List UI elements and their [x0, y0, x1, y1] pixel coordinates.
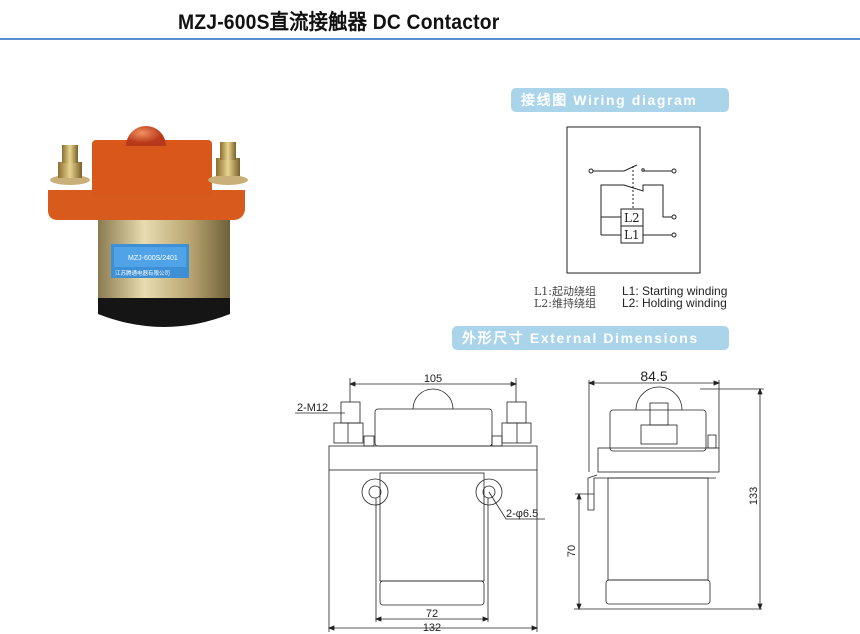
legend-l2-en: L2: Holding winding [622, 296, 727, 310]
external-dimensions-banner: 外形尺寸 External Dimensions [452, 326, 729, 350]
legend-l1-cn: L1:起动绕组 [534, 285, 597, 298]
dim-mount-height: 70 [566, 545, 578, 557]
header-divider [0, 38, 860, 40]
dim-terminal-thread: 2-M12 [297, 402, 328, 414]
legend-l2-cn: L2:维持绕组 [534, 297, 597, 310]
legend-l1-en: L1: Starting winding [622, 284, 728, 298]
wiring-diagram-banner: 接线图 Wiring diagram [511, 88, 729, 112]
dim-width: 132 [423, 622, 441, 634]
photo-label-maker: 江苏腾通电器有限公司 [115, 269, 170, 277]
product-photo: MZJ-600S/2401 江苏腾通电器有限公司 [48, 126, 248, 327]
side-view-drawing [574, 380, 764, 611]
coil-l1-label: L1 [624, 228, 640, 242]
dim-hole-spacing: 72 [426, 608, 438, 620]
dim-mount-holes: 2-φ6.5 [506, 508, 538, 520]
photo-label-model: MZJ-600S/2401 [128, 255, 178, 262]
front-view-drawing [295, 378, 545, 632]
legend-l1: L1:起动绕组 L1: Starting winding [534, 285, 727, 298]
dim-height: 133 [748, 487, 760, 505]
wiring-diagram [566, 126, 701, 274]
legend-l2: L2:维持绕组 L2: Holding winding [534, 297, 727, 310]
coil-l2-label: L2 [624, 211, 640, 225]
dim-depth: 84.5 [640, 368, 667, 384]
dim-terminal-spacing: 105 [424, 373, 442, 385]
page-title: MZJ-600S直流接触器 DC Contactor [178, 11, 500, 34]
